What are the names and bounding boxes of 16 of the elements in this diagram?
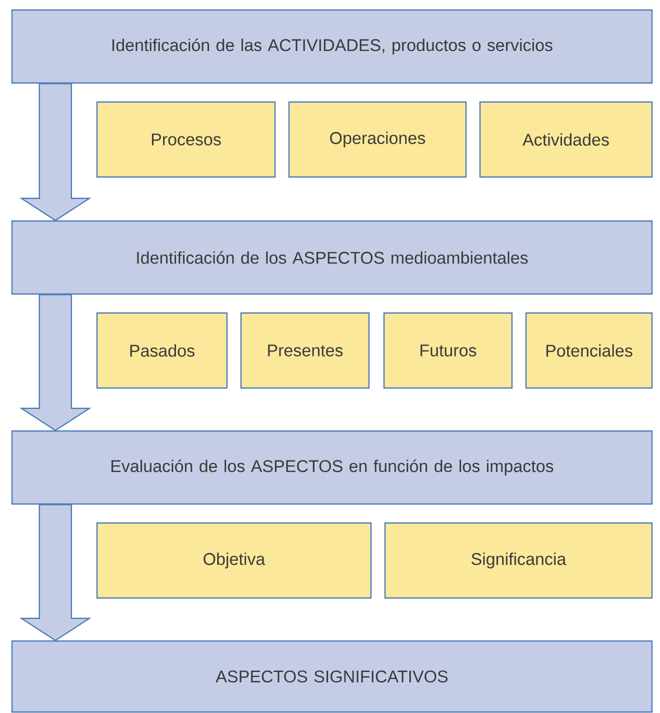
block-arrow xyxy=(19,83,92,222)
stage-box: ASPECTOS SIGNIFICATIVOS xyxy=(11,640,653,713)
category-box: Pasados xyxy=(96,312,228,389)
block-arrow xyxy=(19,504,92,642)
category-box: Potenciales xyxy=(525,312,653,389)
stage-box: Identificación de los ASPECTOS medioambientales xyxy=(11,220,653,295)
category-box: Procesos xyxy=(96,101,276,178)
category-box: Futuros xyxy=(383,312,513,389)
stage-box: Evaluación de los ASPECTOS en función de los impactos xyxy=(11,430,653,505)
category-box: Operaciones xyxy=(288,101,467,178)
category-box: Significancia xyxy=(384,522,653,599)
stage-box: Identificación de las ACTIVIDADES, productos o servicios xyxy=(11,9,653,84)
category-box: Actividades xyxy=(479,101,653,178)
block-arrow xyxy=(19,294,92,432)
category-box: Objetiva xyxy=(96,522,372,599)
category-box: Presentes xyxy=(240,312,370,389)
